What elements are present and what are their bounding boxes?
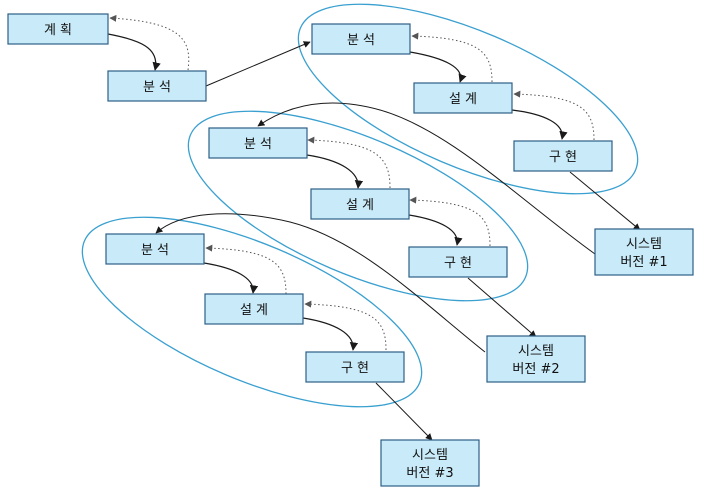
analysis-box: 분 석 (107, 70, 207, 102)
flow-analysis-to-design-3 (203, 262, 259, 294)
connector-impl-3-to-release-3 (375, 382, 433, 441)
flow-design-to-impl-1 (511, 109, 568, 140)
iteration-2-ellipse (187, 110, 529, 302)
release-3-line-1: 시스템 (412, 448, 448, 463)
iteration-1-ellipse (297, 3, 639, 195)
iteration-2-design-label: 설 계 (346, 198, 374, 213)
feedback-impl-to-design-3 (304, 300, 387, 351)
flow-planning-to-analysis (107, 33, 161, 71)
release-2-line-1: 시스템 (518, 344, 554, 359)
iteration-3-analysis-label: 분 석 (141, 243, 169, 258)
iteration-3-analysis-box: 분 석 (105, 233, 205, 265)
iteration-3-impl-box: 구 현 (305, 351, 405, 383)
feedback-design-to-analysis-3 (205, 244, 287, 295)
connector-impl-2-to-release-2 (467, 277, 537, 338)
iteration-1-analysis-box: 분 석 (311, 23, 411, 55)
connector-release-2-to-iteration-3 (155, 213, 486, 353)
feedback-impl-to-design-1 (513, 90, 595, 141)
iteration-3-impl-label: 구 현 (341, 361, 369, 376)
feedback-analysis-to-planning (109, 14, 190, 71)
flow-analysis-to-design-1 (409, 51, 467, 83)
iteration-1-impl-label: 구 현 (549, 150, 577, 165)
release-1-line-2: 버전 #1 (620, 255, 667, 270)
release-1-line-1: 시스템 (626, 237, 662, 252)
iteration-2-analysis-label: 분 석 (244, 137, 272, 152)
feedback-design-to-analysis-2 (307, 136, 391, 189)
flow-design-to-impl-2 (408, 214, 463, 246)
analysis-label: 분 석 (143, 80, 171, 95)
feedback-design-to-analysis-1 (411, 32, 493, 83)
iteration-2-impl-label: 구 현 (444, 256, 472, 271)
planning-label: 계 획 (44, 23, 72, 38)
iteration-3-design-label: 설 계 (240, 303, 268, 318)
connector-release-1-to-iteration-2 (257, 102, 596, 255)
release-3-box: 시스템 버전 #3 (380, 439, 480, 487)
flow-design-to-impl-3 (302, 317, 359, 351)
connector-impl-1-to-release-1 (569, 171, 641, 231)
iteration-3-design-box: 설 계 (204, 293, 304, 325)
planning-box: 계 획 (7, 13, 109, 45)
iteration-2-design-box: 설 계 (310, 188, 410, 220)
iteration-1-design-box: 설 계 (413, 82, 513, 114)
iteration-3-ellipse (81, 216, 423, 408)
iteration-2-analysis-box: 분 석 (208, 127, 308, 159)
release-2-box: 시스템 버전 #2 (486, 335, 586, 383)
release-3-line-2: 버전 #3 (406, 466, 453, 481)
feedback-impl-to-design-2 (409, 196, 491, 247)
release-1-box: 시스템 버전 #1 (594, 228, 694, 276)
iteration-1-impl-box: 구 현 (513, 140, 613, 172)
release-2-line-2: 버전 #2 (512, 362, 559, 377)
connector-analysis-to-iteration-1 (205, 41, 311, 87)
iteration-1-analysis-label: 분 석 (347, 33, 375, 48)
iteration-2-impl-box: 구 현 (408, 246, 508, 278)
flow-analysis-to-design-2 (306, 154, 364, 189)
iteration-1-design-label: 설 계 (449, 92, 477, 107)
